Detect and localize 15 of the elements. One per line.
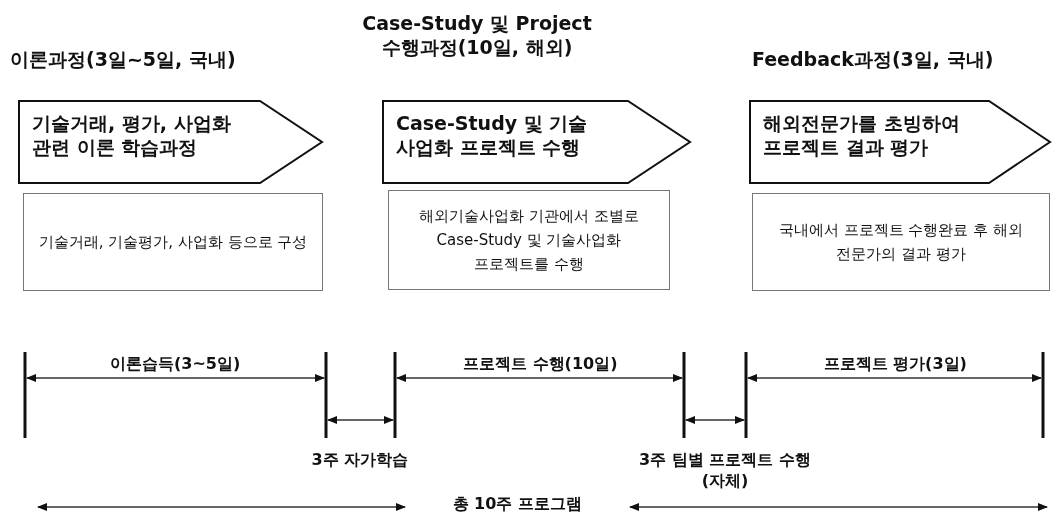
pentagon-arrow: Case-Study 및 기술 사업화 프로젝트 수행 [382,100,692,184]
interval-label: 3주 자가학습 [311,450,409,471]
dimension-label: 프로젝트 수행(10일) [463,354,618,375]
pentagon-arrow: 해외전문가를 초빙하여 프로젝트 결과 평가 [749,100,1052,184]
pentagon-arrow: 기술거래, 평가, 사업화 관련 이론 학습과정 [18,100,324,184]
phase-heading: Case-Study 및 Project 수행과정(10일, 해외) [361,12,593,60]
description-box: 국내에서 프로젝트 수행완료 후 해외 전문가의 결과 평가 [752,193,1050,291]
dimension-label: 프로젝트 평가(3일) [823,354,967,375]
description-box: 기술거래, 기술평가, 사업화 등으로 구성 [23,193,323,291]
phase-heading: 이론과정(3일~5일, 국내) [10,48,236,72]
interval-label: 3주 팀별 프로젝트 수행 (자체) [638,450,812,492]
phase-heading: Feedback과정(3일, 국내) [752,48,994,72]
description-box: 해외기술사업화 기관에서 조별로 Case-Study 및 기술사업화 프로젝트를 수행 [388,190,670,290]
dimension-label: 이론습득(3~5일) [110,354,241,375]
total-duration-label: 총 10주 프로그램 [452,494,582,515]
